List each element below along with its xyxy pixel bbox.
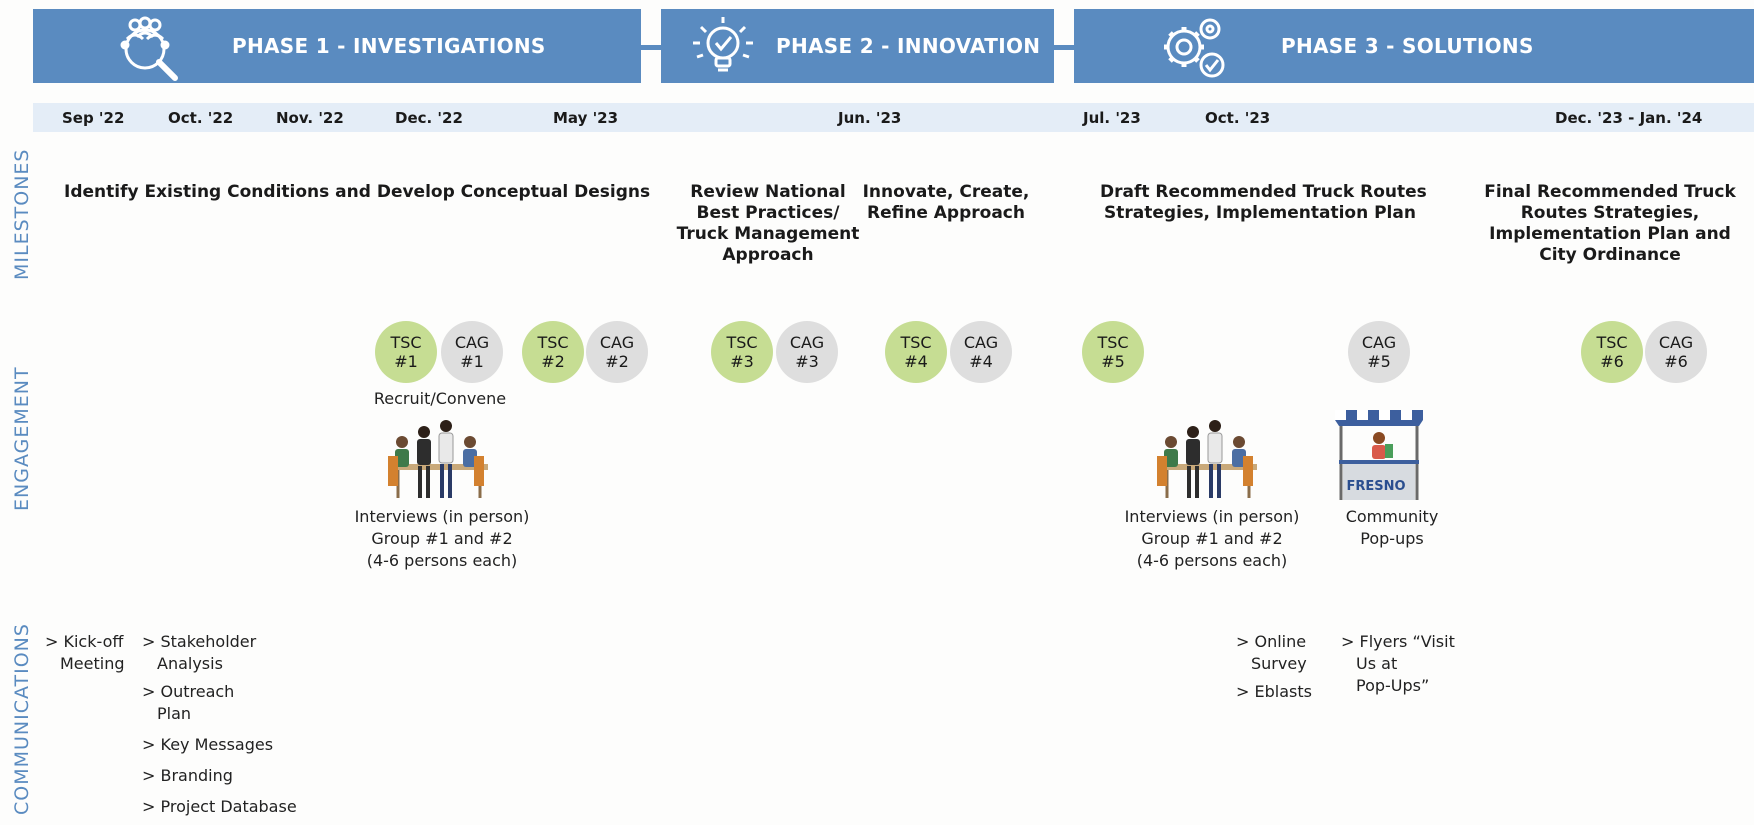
phase-1-title: PHASE 1 - INVESTIGATIONS (232, 34, 546, 58)
phase-1-banner: PHASE 1 - INVESTIGATIONS (33, 9, 641, 83)
tsc-meeting-5: TSC#5 (1082, 321, 1144, 383)
tsc-meeting-3: TSC#3 (711, 321, 773, 383)
gears-check-icon (1158, 13, 1230, 85)
phase-3-banner: PHASE 3 - SOLUTIONS (1074, 9, 1754, 83)
milestone-innovate: Innovate, Create, Refine Approach (862, 182, 1030, 223)
cag-meeting-6: CAG#6 (1645, 321, 1707, 383)
cag-meeting-5: CAG#5 (1348, 321, 1410, 383)
phase-2-banner: PHASE 2 - INNOVATION (661, 9, 1054, 83)
side-label-milestones: MILESTONES (11, 148, 33, 281)
comm-kickoff: > Kick-off Meeting (45, 632, 125, 673)
date-label: Sep '22 (62, 109, 125, 127)
popup-booth-icon (1333, 406, 1425, 506)
date-label: Dec. '22 (395, 109, 463, 127)
date-label: Jul. '23 (1083, 109, 1141, 127)
date-label: Dec. '23 - Jan. '24 (1555, 109, 1703, 127)
date-label: Jun. '23 (838, 109, 902, 127)
phase-2-title: PHASE 2 - INNOVATION (776, 34, 1041, 58)
popups-caption: Community Pop-ups (1345, 507, 1439, 548)
timeline-date-band (33, 103, 1754, 132)
side-label-engagement: ENGAGEMENT (11, 366, 33, 511)
booth-sign: FRESNO (1346, 479, 1406, 494)
interviews-caption-2: Interviews (in person) Group #1 and #2 (… (1124, 507, 1300, 570)
side-label-communications: COMMUNICATIONS (11, 623, 33, 815)
cag-meeting-4: CAG#4 (950, 321, 1012, 383)
comm-flyers: > Flyers “Visit Us at Pop-Ups” (1341, 632, 1455, 695)
cag-meeting-2: CAG#2 (586, 321, 648, 383)
tsc-meeting-4: TSC#4 (885, 321, 947, 383)
tsc-meeting-6: TSC#6 (1581, 321, 1643, 383)
phase-3-title: PHASE 3 - SOLUTIONS (1281, 34, 1534, 58)
tsc-meeting-2: TSC#2 (522, 321, 584, 383)
lightbulb-check-icon (689, 13, 757, 85)
comm-phase1-list: > Stakeholder Analysis > Outreach Plan >… (142, 632, 297, 816)
date-label: May '23 (553, 109, 619, 127)
cag-meeting-3: CAG#3 (776, 321, 838, 383)
milestone-review-best-practices: Review National Best Practices/ Truck Ma… (676, 182, 860, 265)
tsc-meeting-1: TSC#1 (375, 321, 437, 383)
date-label: Nov. '22 (276, 109, 344, 127)
people-magnifier-icon (115, 15, 187, 85)
milestone-phase1: Identify Existing Conditions and Develop… (64, 182, 651, 202)
milestone-final-routes: Final Recommended Truck Routes Strategie… (1484, 182, 1736, 265)
milestone-draft-routes: Draft Recommended Truck Routes Strategie… (1100, 182, 1427, 223)
date-label: Oct. '22 (168, 109, 234, 127)
phase-connector-1 (641, 45, 661, 50)
phase-connector-2 (1054, 45, 1074, 50)
interviews-caption-1: Interviews (in person) Group #1 and #2 (… (354, 507, 530, 570)
meeting-group-icon (384, 416, 494, 504)
comm-online-survey: > Online Survey > Eblasts (1236, 632, 1312, 701)
cag-meeting-1: CAG#1 (441, 321, 503, 383)
date-label: Oct. '23 (1205, 109, 1271, 127)
meeting-group-icon (1153, 416, 1263, 504)
recruit-convene-label: Recruit/Convene (373, 389, 507, 408)
